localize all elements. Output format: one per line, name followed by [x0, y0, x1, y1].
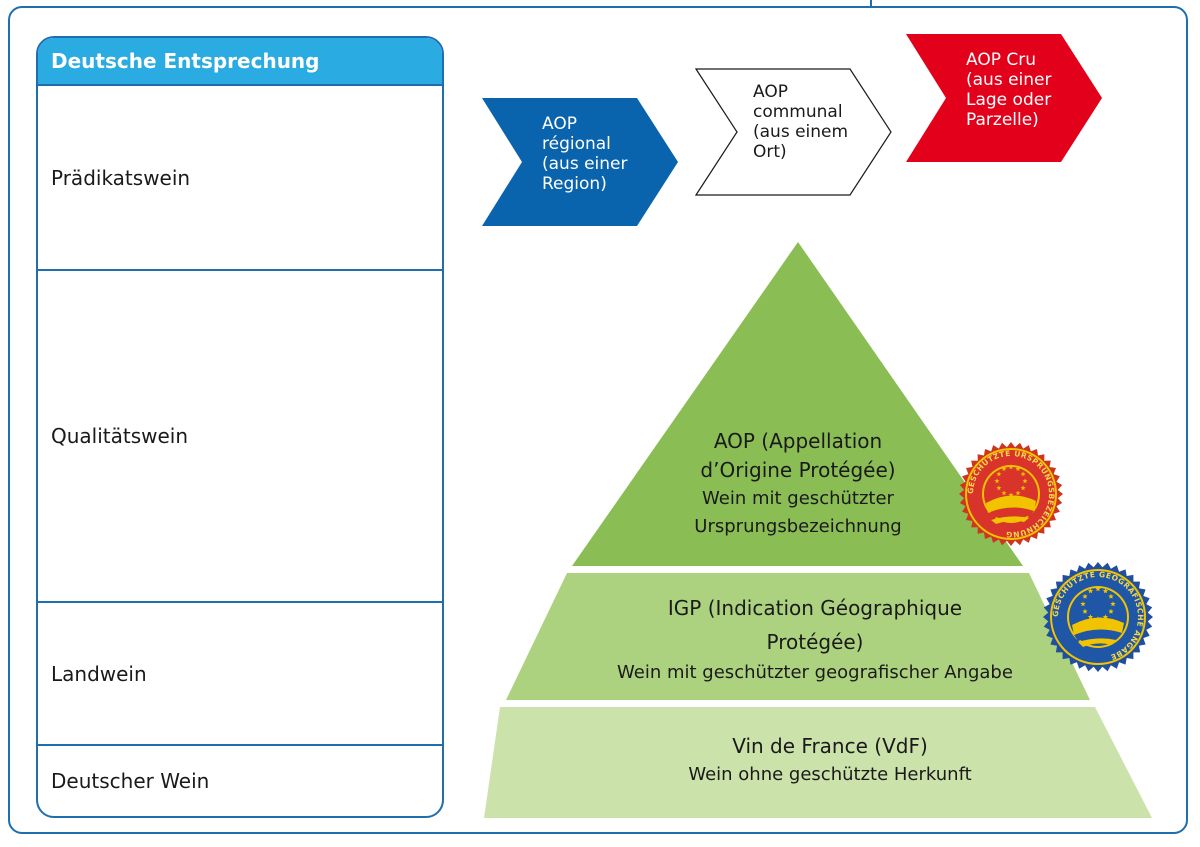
arrow-title: AOP Cru — [966, 50, 1037, 70]
arrow-title: AOP — [542, 114, 577, 134]
vdf-title: Vin de France (VdF) — [732, 734, 928, 758]
eu-protected-designation-of-origin-seal: GESCHÜTZTE URSPRUNGSBEZEICHNUNG — [959, 442, 1063, 546]
arrow-shape — [482, 98, 678, 226]
row-deutscher-wein: Deutscher Wein — [38, 746, 442, 816]
diagram-frame — [8, 6, 1188, 834]
vdf-label: Vin de France (VdF) Wein ohne geschützte… — [620, 732, 1040, 789]
pyramid-tier-igp — [506, 573, 1090, 700]
igp-subtitle: Wein mit geschützter geografischer Angab… — [617, 662, 1013, 683]
arrow-shape — [906, 34, 1102, 162]
table-header: Deutsche Entsprechung — [38, 38, 442, 86]
row-label: Prädikatswein — [51, 165, 191, 190]
arrow-title-2: régional — [542, 134, 611, 154]
pyramid-tier-vdf — [484, 707, 1152, 818]
frame-tick — [870, 0, 872, 8]
arrow-title: AOP — [753, 82, 788, 102]
row-landwein: Landwein — [38, 603, 442, 746]
arrow-title-2: communal — [753, 102, 843, 122]
row-label: Landwein — [51, 661, 147, 686]
row-praedikatswein: Prädikatswein — [38, 86, 442, 271]
arrow-shape — [695, 68, 892, 196]
row-label: Deutscher Wein — [51, 769, 210, 793]
eu-protected-geographical-indication-seal: GESCHÜTZTE GEOGRAFISCHE ANGABE — [1043, 562, 1153, 672]
row-qualitaetswein: Qualitätswein — [38, 271, 442, 603]
row-label: Qualitätswein — [51, 424, 189, 448]
german-equivalent-table: Deutsche Entsprechung Prädikatswein Qual… — [36, 36, 444, 818]
vdf-subtitle: Wein ohne geschützte Herkunft — [688, 764, 972, 785]
pyramid-tier-aop — [572, 242, 1023, 566]
